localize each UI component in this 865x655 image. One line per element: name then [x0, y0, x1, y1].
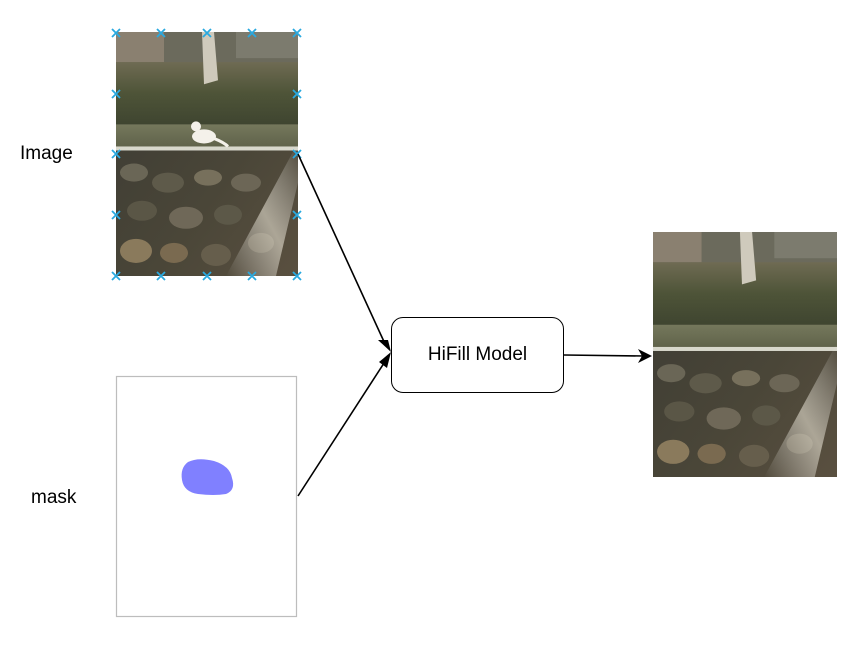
image-to-model-arrow [297, 153, 387, 347]
selection-handle-icon[interactable] [111, 210, 121, 220]
selection-handle-icon[interactable] [156, 271, 166, 281]
model-to-output-arrow [563, 354, 646, 357]
mask-label: mask [31, 487, 77, 508]
cat-icon [191, 121, 230, 148]
selection-handle-icon[interactable] [111, 271, 121, 281]
hifill-model-box[interactable]: HiFill Model [391, 317, 564, 393]
selection-handle-icon[interactable] [111, 149, 121, 159]
mask-to-model-arrow [297, 359, 387, 497]
selection-handle-icon[interactable] [292, 89, 302, 99]
selection-handle-icon[interactable] [292, 271, 302, 281]
input-image [116, 32, 298, 276]
selection-handle-icon[interactable] [247, 271, 257, 281]
output-image [653, 232, 837, 477]
selection-handle-icon[interactable] [292, 28, 302, 38]
selection-handle-icon[interactable] [202, 271, 212, 281]
selection-handles[interactable] [111, 28, 302, 281]
arrowhead-icon [378, 340, 652, 368]
model-label: HiFill Model [427, 344, 528, 365]
mask-image [115, 375, 298, 618]
selection-handle-icon[interactable] [202, 28, 212, 38]
selection-handle-icon[interactable] [156, 28, 166, 38]
connector-arrows [297, 153, 646, 497]
selection-handle-icon[interactable] [111, 28, 121, 38]
selection-handle-icon[interactable] [247, 28, 257, 38]
selection-handle-icon[interactable] [111, 89, 121, 99]
image-label: Image [20, 143, 73, 164]
mask-blob [181, 459, 234, 495]
selection-handle-icon[interactable] [292, 210, 302, 220]
